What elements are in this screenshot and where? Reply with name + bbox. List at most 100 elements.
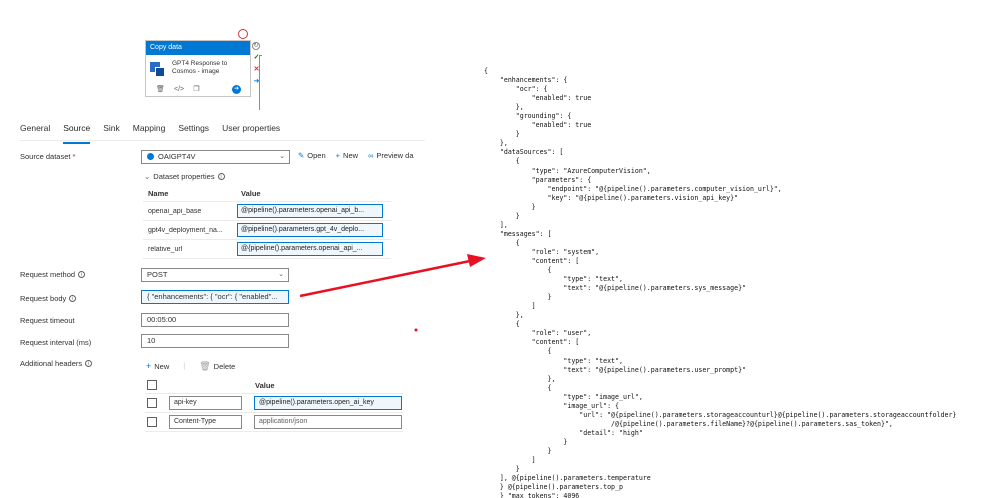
- code-line: } "max_tokens": 4096: [484, 492, 580, 498]
- arrow-right-icon[interactable]: ➜: [232, 85, 241, 94]
- chevron-down-icon: ⌄: [279, 153, 285, 160]
- code-line: "role": "system",: [484, 247, 600, 256]
- code-line: ], @{pipeline().parameters.temperature: [484, 474, 651, 483]
- glasses-icon: ∞: [368, 151, 374, 160]
- activity-header: Copy data: [146, 41, 250, 55]
- code-line: {: [484, 238, 520, 247]
- info-icon[interactable]: i: [85, 360, 93, 367]
- code-line: {: [484, 347, 552, 356]
- trash-icon: 🗑︎: [199, 361, 211, 371]
- info-icon[interactable]: i: [78, 271, 86, 278]
- code-line: },: [484, 311, 524, 320]
- code-line: ]: [484, 456, 536, 465]
- request-timeout-input[interactable]: 00:05:00: [141, 313, 289, 327]
- tab-mapping[interactable]: Mapping: [132, 123, 166, 133]
- chevron-down-icon: ⌄: [278, 271, 284, 278]
- source-dataset-select[interactable]: OAIGPT4V ⌄: [141, 150, 290, 164]
- code-line: "type": "image_url",: [484, 392, 643, 401]
- code-line: "endpoint": "@{pipeline().parameters.com…: [484, 184, 782, 193]
- preview-data-button[interactable]: ∞Preview da: [368, 151, 414, 160]
- column-header-value: Value: [255, 380, 275, 390]
- header-name-input[interactable]: Content-Type: [169, 415, 242, 429]
- request-body-code: { "enhancements": { "ocr": { "enabled": …: [484, 67, 999, 498]
- code-line: {: [484, 266, 552, 275]
- code-line: "content": [: [484, 256, 580, 265]
- code-line: "image_url": {: [484, 401, 619, 410]
- activity-tabs: General Source Sink Mapping Settings Use…: [20, 119, 425, 144]
- activity-output-ports: ↻ ✓ ✕ ➜: [252, 42, 261, 86]
- code-line: }: [484, 293, 552, 302]
- failure-port-icon[interactable]: ✕: [253, 66, 260, 73]
- tab-general[interactable]: General: [20, 123, 51, 133]
- code-line: },: [484, 374, 556, 383]
- delete-header-button[interactable]: 🗑︎Delete: [199, 361, 236, 371]
- property-value-input[interactable]: @{pipeline().parameters.openai_api_...: [237, 242, 383, 256]
- code-line: ]: [484, 302, 536, 311]
- table-row: gpt4v_deployment_na... @pipeline().param…: [143, 221, 391, 240]
- code-line: } @{pipeline().parameters.top_p: [484, 483, 623, 492]
- select-all-checkbox[interactable]: [147, 380, 157, 390]
- dataset-icon: [147, 153, 154, 160]
- trash-icon[interactable]: 🗑︎: [156, 86, 165, 93]
- tab-source[interactable]: Source: [63, 119, 90, 144]
- code-line: }: [484, 437, 568, 446]
- code-line: "grounding": {: [484, 112, 572, 121]
- new-dataset-button[interactable]: +New: [335, 151, 359, 160]
- completion-port-icon[interactable]: ➜: [253, 78, 260, 85]
- code-line: "type": "text",: [484, 356, 623, 365]
- request-interval-input[interactable]: 10: [141, 334, 289, 348]
- request-method-select[interactable]: POST ⌄: [141, 268, 289, 282]
- code-line: ],: [484, 220, 508, 229]
- code-line: "messages": [: [484, 229, 552, 238]
- property-name: relative_url: [148, 245, 183, 253]
- code-line: "parameters": {: [484, 175, 592, 184]
- success-port-icon[interactable]: ✓: [253, 54, 260, 61]
- table-row: relative_url @{pipeline().parameters.ope…: [143, 240, 391, 259]
- row-checkbox[interactable]: [147, 417, 157, 427]
- additional-headers-table: Value api-key @pipeline().parameters.ope…: [145, 377, 403, 432]
- skip-port-icon[interactable]: ↻: [252, 42, 260, 50]
- code-line: {: [484, 67, 488, 75]
- request-interval-label: Request interval (ms): [20, 338, 92, 347]
- table-row: openai_api_base @pipeline().parameters.o…: [143, 202, 391, 221]
- header-value-input[interactable]: application/json: [254, 415, 402, 429]
- header-name-input[interactable]: api-key: [169, 396, 242, 410]
- info-icon[interactable]: i: [217, 173, 225, 180]
- code-line: /@{pipeline().parameters.fileName}?@{pip…: [484, 419, 893, 428]
- copy-icon[interactable]: ❐: [193, 86, 200, 93]
- header-value-input[interactable]: @pipeline().parameters.open_ai_key: [254, 396, 402, 410]
- tab-user-properties[interactable]: User properties: [222, 123, 281, 133]
- column-header-name: Name: [148, 189, 169, 198]
- code-icon[interactable]: </>: [174, 86, 185, 93]
- property-value-input[interactable]: @pipeline().parameters.gpt_4v_deplo...: [237, 223, 383, 237]
- code-line: "type": "AzureComputerVision",: [484, 166, 651, 175]
- dataset-properties-table: Name Value openai_api_base @pipeline().p…: [143, 185, 391, 259]
- pencil-icon: ✎: [298, 151, 305, 160]
- property-value-input[interactable]: @pipeline().parameters.openai_api_b...: [237, 204, 383, 218]
- activity-breakpoint-circle[interactable]: [238, 29, 248, 39]
- code-line: "role": "user",: [484, 329, 592, 338]
- code-line: {: [484, 157, 520, 166]
- property-name: openai_api_base: [148, 207, 202, 215]
- request-body-input[interactable]: { "enhancements": { "ocr": { "enabled"..…: [141, 290, 289, 304]
- code-line: "dataSources": [: [484, 148, 564, 157]
- row-checkbox[interactable]: [147, 398, 157, 408]
- copy-data-activity[interactable]: Copy data GPT4 Response to Cosmos - imag…: [145, 40, 251, 97]
- code-line: "enabled": true: [484, 121, 592, 130]
- tab-sink[interactable]: Sink: [103, 123, 120, 133]
- code-line: "text": "@{pipeline().parameters.sys_mes…: [484, 284, 747, 293]
- toolbar-divider: |: [183, 361, 186, 370]
- info-icon[interactable]: i: [69, 295, 77, 302]
- code-line: },: [484, 139, 508, 148]
- code-line: "type": "text",: [484, 275, 623, 284]
- open-dataset-button[interactable]: ✎Open: [298, 151, 326, 160]
- code-line: "enhancements": {: [484, 76, 568, 85]
- success-connector-line: [259, 55, 262, 110]
- new-header-button[interactable]: +New: [146, 361, 170, 371]
- tab-settings[interactable]: Settings: [178, 123, 210, 133]
